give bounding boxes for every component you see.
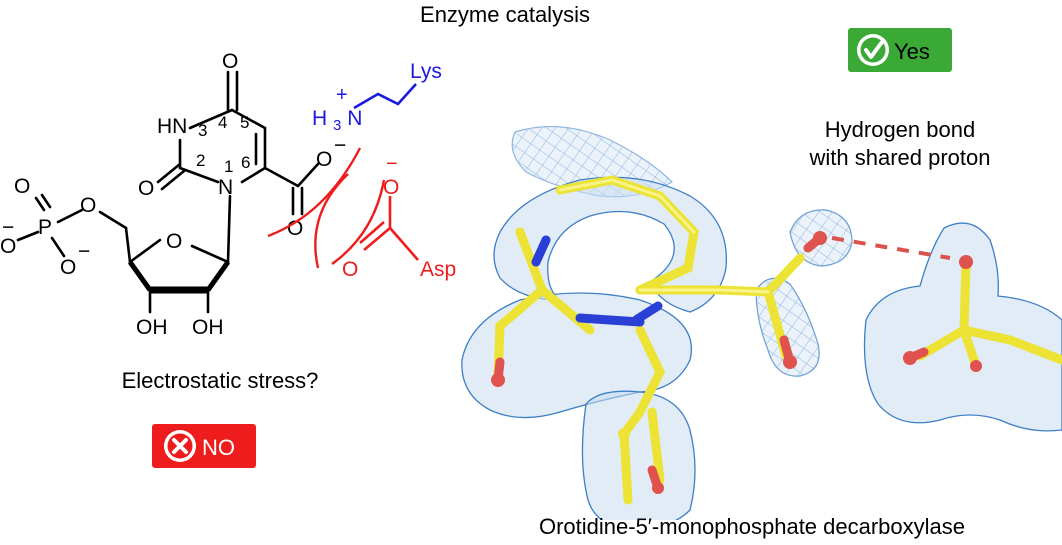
lysine-group: Lys + H 3 N	[312, 60, 442, 135]
x-circle-icon	[164, 430, 196, 462]
lysine-n: N	[347, 107, 362, 130]
atom-n1: N	[218, 176, 233, 199]
electron-density-map	[461, 125, 1062, 520]
no-badge: NO	[152, 424, 256, 468]
locant-4: 4	[218, 113, 227, 132]
lysine-sub3: 3	[333, 117, 341, 134]
figure-title: Enzyme catalysis	[420, 2, 590, 27]
locant-1: 1	[224, 157, 233, 176]
omp-structure: O HN 3 4 5 2 1 6 O N O − O O P O − O − O…	[0, 50, 346, 339]
atom-ring-o: O	[166, 230, 182, 253]
atom-phosphate-o-top: O	[14, 175, 30, 198]
repulsion-arc-2	[314, 173, 349, 269]
carboxylate-minus: −	[334, 134, 346, 157]
aspartate-label: Asp	[420, 258, 456, 281]
locant-6: 6	[241, 153, 250, 172]
atom-oh-right: OH	[192, 316, 224, 339]
electrostatic-stress-question: Electrostatic stress?	[122, 368, 319, 393]
svg-text:H 3 N: H 3 N	[312, 107, 362, 135]
hydrogen-bond-caption-line2: with shared proton	[809, 145, 991, 170]
locant-2: 2	[196, 151, 205, 170]
hydrogen-bond-caption-line1: Hydrogen bond	[825, 117, 975, 142]
locant-5: 5	[240, 113, 249, 132]
aspartate-minus: −	[386, 153, 398, 175]
hydrogen-bond-dashes	[831, 236, 951, 260]
atom-carboxylate-o-top: O	[316, 148, 332, 171]
atom-phosphate-o-left: O	[0, 235, 16, 258]
yes-badge: Yes	[848, 28, 952, 72]
locant-3: 3	[198, 121, 207, 140]
atom-hn3: HN	[157, 115, 187, 138]
phosphate-minus-left: −	[2, 216, 14, 239]
aspartate-o-left: O	[342, 258, 358, 281]
repulsion-arc-1	[267, 147, 362, 238]
lysine-plus: +	[336, 84, 348, 106]
atom-carboxylate-o-bottom: O	[287, 217, 303, 240]
no-label: NO	[202, 435, 235, 460]
atom-phosphate-o-bottom: O	[60, 256, 76, 279]
atom-phosphate-o-bridge: O	[80, 194, 96, 217]
yes-label: Yes	[894, 39, 930, 64]
atom-o2: O	[138, 177, 154, 200]
enzyme-name-caption: Orotidine-5′-monophosphate decarboxylase	[539, 514, 965, 539]
aspartate-group: O − O Asp	[267, 147, 456, 281]
phosphate-minus-bottom: −	[78, 240, 90, 263]
repulsion-arc-3	[331, 179, 386, 265]
atom-o4: O	[222, 50, 238, 73]
checkmark-icon	[857, 34, 889, 66]
lysine-h: H	[312, 107, 327, 130]
atom-phosphate-p: P	[38, 216, 52, 239]
lysine-label: Lys	[410, 60, 442, 83]
aspartate-o-top: O	[383, 176, 399, 199]
atom-oh-left: OH	[136, 316, 168, 339]
